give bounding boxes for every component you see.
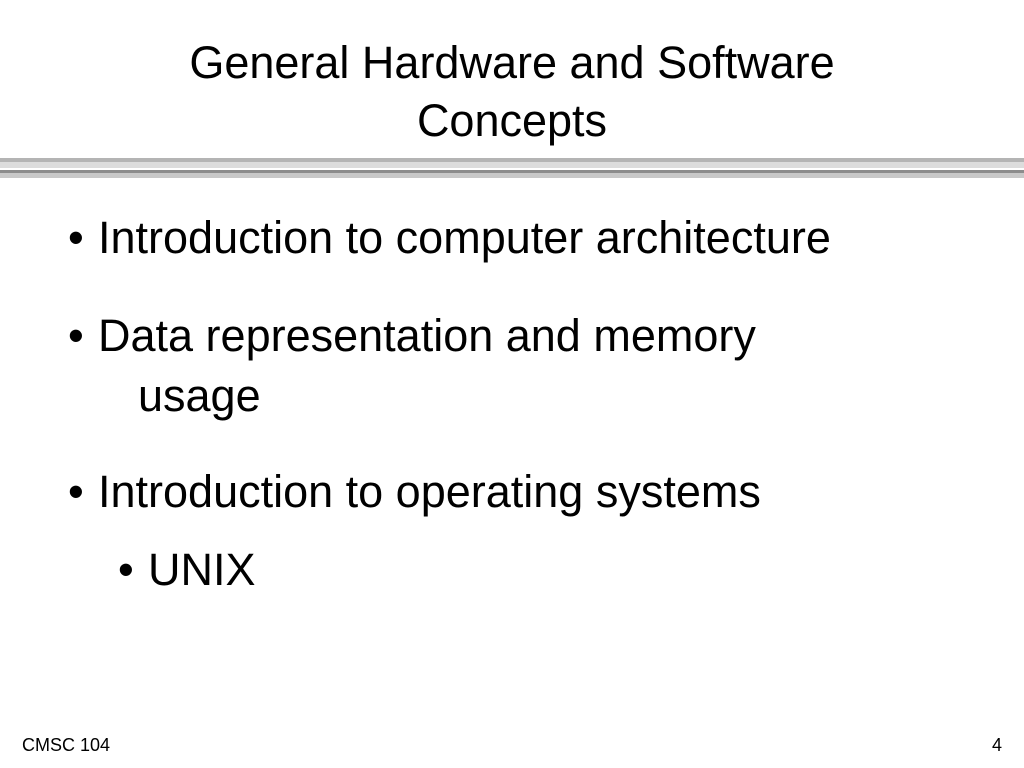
title-divider <box>0 158 1024 180</box>
bullet-item-data-representation: • Data representation and memory usage <box>68 306 756 426</box>
divider-rule-top <box>0 158 1024 162</box>
slide-title: General Hardware and Software Concepts <box>0 34 1024 150</box>
bullet-text: Data representation and memory <box>98 310 756 361</box>
bullet-marker: • <box>68 466 84 517</box>
slide-title-line-1: General Hardware and Software <box>189 37 835 88</box>
bullet-marker: • <box>118 544 134 595</box>
bullet-item-computer-architecture: • Introduction to computer architecture <box>68 208 831 268</box>
divider-rule-lower-light <box>0 173 1024 178</box>
bullet-text: UNIX <box>148 544 256 595</box>
bullet-text-continuation: usage <box>138 370 261 421</box>
bullet-text: Introduction to operating systems <box>98 466 761 517</box>
sub-bullet-item-unix: • UNIX <box>118 540 256 600</box>
footer-course-label: CMSC 104 <box>22 735 111 755</box>
divider-rule-middle <box>0 170 1024 173</box>
bullet-marker: • <box>68 212 84 263</box>
slide-title-line-2: Concepts <box>416 95 608 146</box>
footer-page-number: 4 <box>991 735 1002 755</box>
divider-rule-upper-light <box>0 162 1024 168</box>
bullet-marker: • <box>68 310 84 361</box>
bullet-text: Introduction to computer architecture <box>98 212 831 263</box>
bullet-item-operating-systems: • Introduction to operating systems <box>68 462 761 522</box>
